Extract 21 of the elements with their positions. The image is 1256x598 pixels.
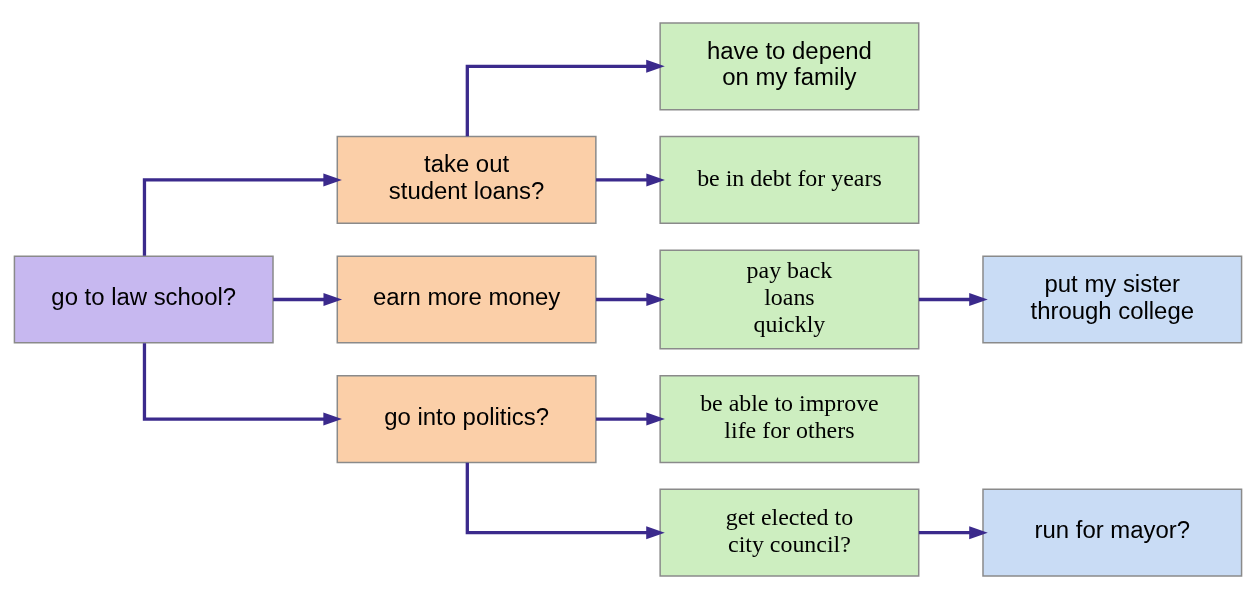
node-box: run for mayor? xyxy=(982,488,1243,577)
node-box: be in debt for years xyxy=(659,135,920,224)
node-box: go into politics? xyxy=(336,374,597,463)
node-box: get elected to city council? xyxy=(659,488,920,577)
node-box: go to law school? xyxy=(13,254,274,344)
arrow xyxy=(918,525,988,539)
arrow xyxy=(273,292,343,306)
arrow xyxy=(596,412,665,426)
arrow xyxy=(596,172,665,186)
node-box: earn more money xyxy=(336,254,597,344)
arrow xyxy=(596,292,665,306)
arrow xyxy=(142,342,342,426)
node-box: have to depend on my family xyxy=(659,21,920,110)
arrow xyxy=(465,462,665,539)
node-box: pay back loans quickly xyxy=(659,248,920,350)
arrow xyxy=(465,59,665,136)
arrow xyxy=(918,292,988,306)
node-box: take out student loans? xyxy=(336,135,597,224)
arrow xyxy=(142,172,342,256)
node-box: put my sister through college xyxy=(982,254,1243,344)
node-box: be able to improve life for others xyxy=(659,374,920,463)
